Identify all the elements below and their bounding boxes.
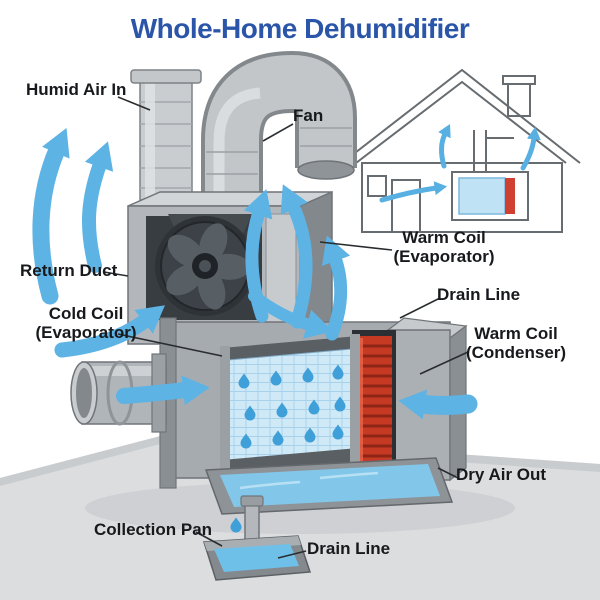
label-return-duct: Return Duct <box>20 261 118 280</box>
label-cold-coil-evaporator: Cold Coil (Evaporator) <box>35 304 137 343</box>
label-dry-air-out: Dry Air Out <box>456 465 547 484</box>
leader-drain-line-bottom <box>277 550 307 559</box>
label-warm-coil-evaporator: Warm Coil (Evaporator) <box>393 228 495 267</box>
house-inset <box>341 68 581 233</box>
label-humid-air-in: Humid Air In <box>26 80 127 99</box>
inset-airflow-arrows <box>379 123 541 203</box>
airflow-arrow <box>398 389 478 420</box>
airflow-arrow <box>280 184 313 329</box>
drain-pipe <box>230 495 264 551</box>
leader-humid-air-in <box>117 96 151 111</box>
leader-fan <box>262 123 294 142</box>
inset-dehumidifier <box>451 171 529 221</box>
coil-frame-top <box>222 336 358 362</box>
house-door <box>391 179 421 233</box>
leader-collection-pan <box>195 531 223 547</box>
leader-warm-coil-condenser <box>419 351 469 375</box>
house-window <box>367 175 387 197</box>
label-collection-pan: Collection Pan <box>94 520 213 539</box>
leader-cold-coil-evaporator <box>117 333 223 357</box>
airflow-arrows <box>32 127 478 420</box>
label-warm-coil-condenser: Warm Coil (Condenser) <box>465 324 567 363</box>
leader-warm-coil-evaporator <box>319 241 393 251</box>
airflow-arrow <box>54 305 165 358</box>
diagram-title: Whole-Home Dehumidifier <box>130 13 470 44</box>
leader-return-duct <box>103 271 129 277</box>
airflow-arrow <box>248 290 334 339</box>
label-drain-line-right: Drain Line <box>437 285 521 304</box>
unit-pan-water <box>220 464 440 507</box>
leader-lines <box>103 96 469 559</box>
leader-dry-air-out <box>437 467 459 479</box>
duct-flange <box>130 69 202 84</box>
collection-pan-part <box>202 535 312 581</box>
label-fan: Fan <box>293 106 324 125</box>
airflow-arrow <box>321 235 351 341</box>
airflow-arrow <box>116 375 210 406</box>
airflow-arrow <box>32 127 70 305</box>
chimney <box>507 81 531 117</box>
collection-pan-water <box>214 544 299 572</box>
leader-drain-line-right <box>399 297 441 319</box>
airflow-arrow <box>82 141 114 273</box>
ducts <box>130 50 357 202</box>
label-drain-line-bottom: Drain Line <box>307 539 391 558</box>
fan-part <box>155 216 255 316</box>
